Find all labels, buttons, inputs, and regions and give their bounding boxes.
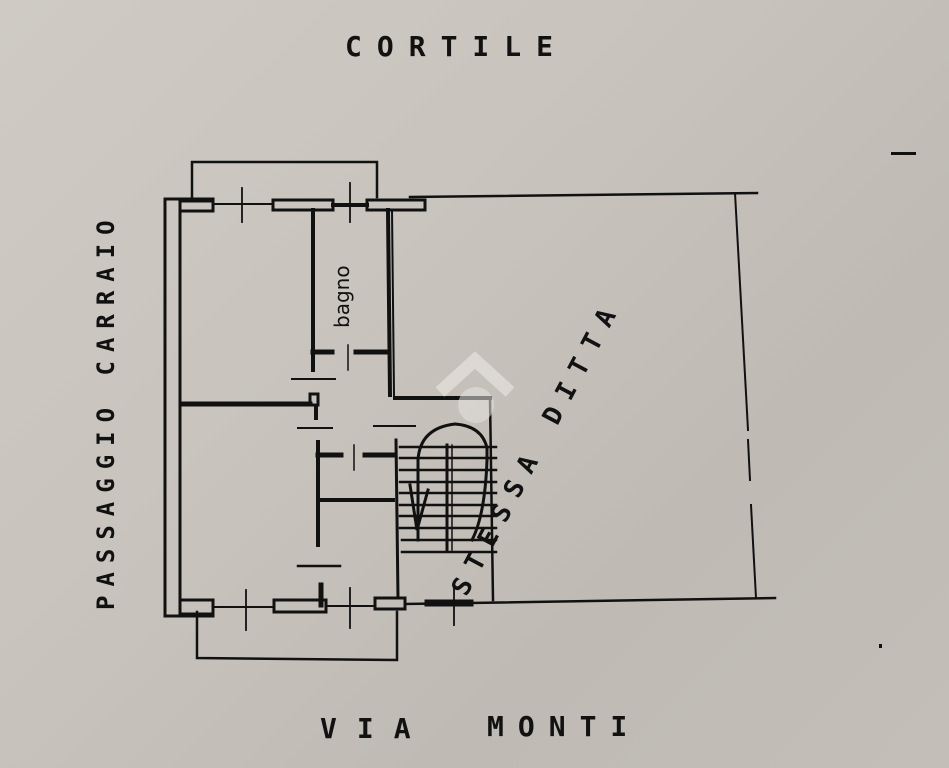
bottom-balcony bbox=[195, 610, 399, 662]
top-balcony bbox=[190, 160, 379, 199]
label-via: VIA bbox=[320, 712, 431, 745]
staircase bbox=[398, 422, 498, 554]
speck-mark bbox=[879, 644, 882, 648]
interior-walls bbox=[178, 207, 495, 608]
label-monti: MONTI bbox=[487, 710, 642, 743]
window-marks bbox=[241, 182, 455, 631]
watermark-logo bbox=[435, 351, 515, 423]
label-cortile: CORTILE bbox=[345, 30, 569, 63]
corner-mark bbox=[891, 152, 916, 155]
exterior-walls bbox=[163, 191, 777, 618]
